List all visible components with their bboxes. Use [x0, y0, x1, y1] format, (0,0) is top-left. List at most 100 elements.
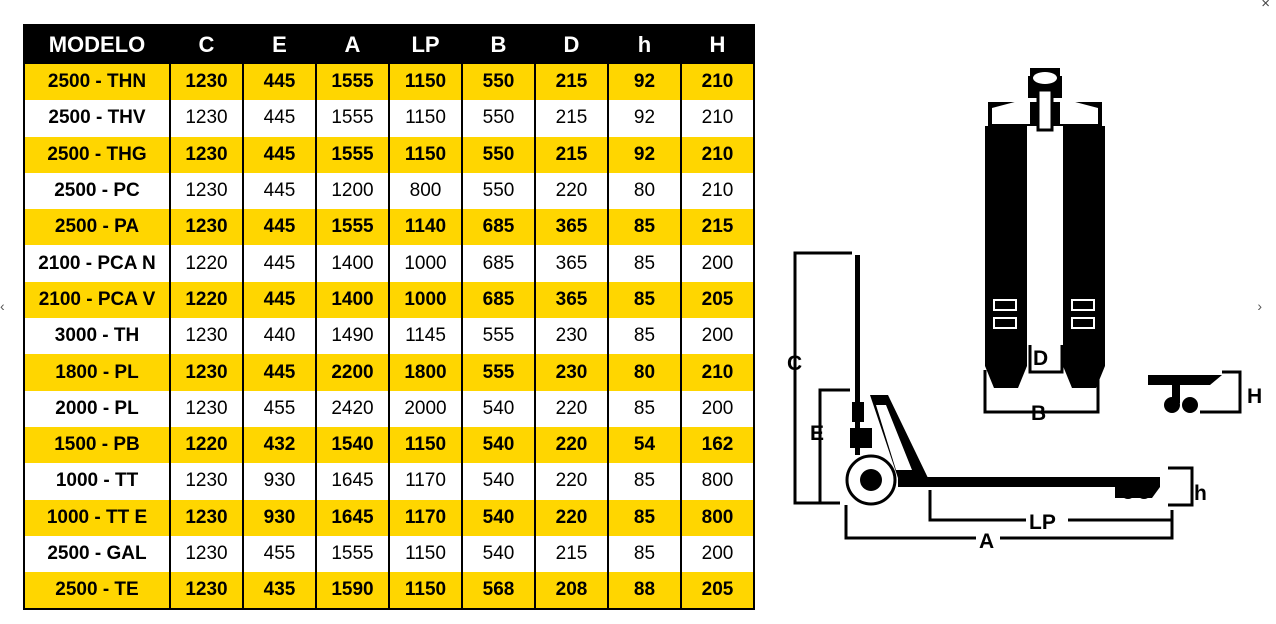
value-cell: 80	[607, 354, 681, 391]
close-icon[interactable]: ×	[1261, 0, 1270, 12]
value-cell: 1230	[169, 354, 243, 391]
value-cell: 445	[242, 172, 316, 210]
value-cell: 1230	[169, 572, 243, 610]
value-cell: 540	[461, 463, 535, 500]
model-cell: 2500 - PC	[24, 172, 170, 210]
value-cell: 800	[388, 172, 462, 210]
model-cell: 2500 - PA	[24, 209, 170, 246]
value-cell: 1170	[388, 463, 462, 500]
value-cell: 440	[242, 318, 316, 355]
value-cell: 85	[607, 209, 681, 246]
value-cell: 568	[461, 572, 535, 610]
value-cell: 1150	[388, 136, 462, 173]
value-cell: 1590	[315, 572, 389, 610]
value-cell: 1230	[169, 535, 243, 573]
model-cell: 2500 - THG	[24, 136, 170, 173]
value-cell: 540	[461, 426, 535, 464]
value-cell: 1555	[315, 209, 389, 246]
value-cell: 1540	[315, 426, 389, 464]
value-cell: 1150	[388, 100, 462, 137]
value-cell: 445	[242, 281, 316, 319]
fork-side-profile	[1148, 370, 1242, 414]
value-cell: 1140	[388, 209, 462, 246]
value-cell: 800	[680, 499, 754, 536]
model-cell: 2500 - THN	[24, 64, 170, 101]
value-cell: 555	[461, 318, 535, 355]
value-cell: 685	[461, 245, 535, 282]
dimension-label-d: D	[1033, 347, 1048, 370]
value-cell: 540	[461, 535, 535, 573]
value-cell: 85	[607, 499, 681, 536]
value-cell: 1230	[169, 318, 243, 355]
value-cell: 1150	[388, 572, 462, 610]
value-cell: 550	[461, 100, 535, 137]
value-cell: 162	[680, 426, 754, 464]
value-cell: 1400	[315, 281, 389, 319]
dimension-label-big-h: H	[1247, 385, 1262, 408]
value-cell: 800	[680, 463, 754, 500]
value-cell: 1170	[388, 499, 462, 536]
value-cell: 1220	[169, 245, 243, 282]
pallet-truck-diagram: D B H C E LP A h	[787, 68, 1262, 553]
value-cell: 200	[680, 318, 754, 355]
value-cell: 455	[242, 535, 316, 573]
value-cell: 210	[680, 172, 754, 210]
value-cell: 550	[461, 136, 535, 173]
value-cell: 1555	[315, 535, 389, 573]
value-cell: 1230	[169, 463, 243, 500]
dimension-label-b: B	[1031, 402, 1046, 425]
dimension-label-a: A	[979, 530, 994, 553]
value-cell: 365	[534, 245, 608, 282]
value-cell: 215	[534, 64, 608, 101]
value-cell: 215	[534, 535, 608, 573]
model-cell: 2500 - THV	[24, 100, 170, 137]
next-arrow-icon[interactable]: ›	[1257, 298, 1262, 314]
value-cell: 85	[607, 390, 681, 427]
value-cell: 92	[607, 100, 681, 137]
value-cell: 210	[680, 354, 754, 391]
column-header: MODELO	[24, 25, 170, 64]
value-cell: 208	[534, 572, 608, 610]
value-cell: 200	[680, 390, 754, 427]
value-cell: 1800	[388, 354, 462, 391]
value-cell: 215	[534, 100, 608, 137]
column-header: h	[607, 25, 681, 64]
value-cell: 685	[461, 209, 535, 246]
value-cell: 205	[680, 281, 754, 319]
model-cell: 3000 - TH	[24, 318, 170, 355]
dimension-label-small-h: h	[1194, 482, 1207, 505]
value-cell: 445	[242, 136, 316, 173]
value-cell: 85	[607, 281, 681, 319]
column-header: C	[169, 25, 243, 64]
value-cell: 550	[461, 64, 535, 101]
value-cell: 1645	[315, 463, 389, 500]
previous-arrow-icon[interactable]: ‹	[0, 298, 5, 314]
model-cell: 2100 - PCA N	[24, 245, 170, 282]
value-cell: 365	[534, 281, 608, 319]
value-cell: 200	[680, 245, 754, 282]
value-cell: 540	[461, 390, 535, 427]
column-header: E	[242, 25, 316, 64]
value-cell: 220	[534, 463, 608, 500]
value-cell: 445	[242, 245, 316, 282]
value-cell: 80	[607, 172, 681, 210]
value-cell: 1230	[169, 172, 243, 210]
value-cell: 205	[680, 572, 754, 610]
value-cell: 1220	[169, 281, 243, 319]
top-view-forks	[985, 68, 1105, 388]
value-cell: 445	[242, 64, 316, 101]
value-cell: 92	[607, 64, 681, 101]
model-cell: 2500 - GAL	[24, 535, 170, 573]
value-cell: 1400	[315, 245, 389, 282]
